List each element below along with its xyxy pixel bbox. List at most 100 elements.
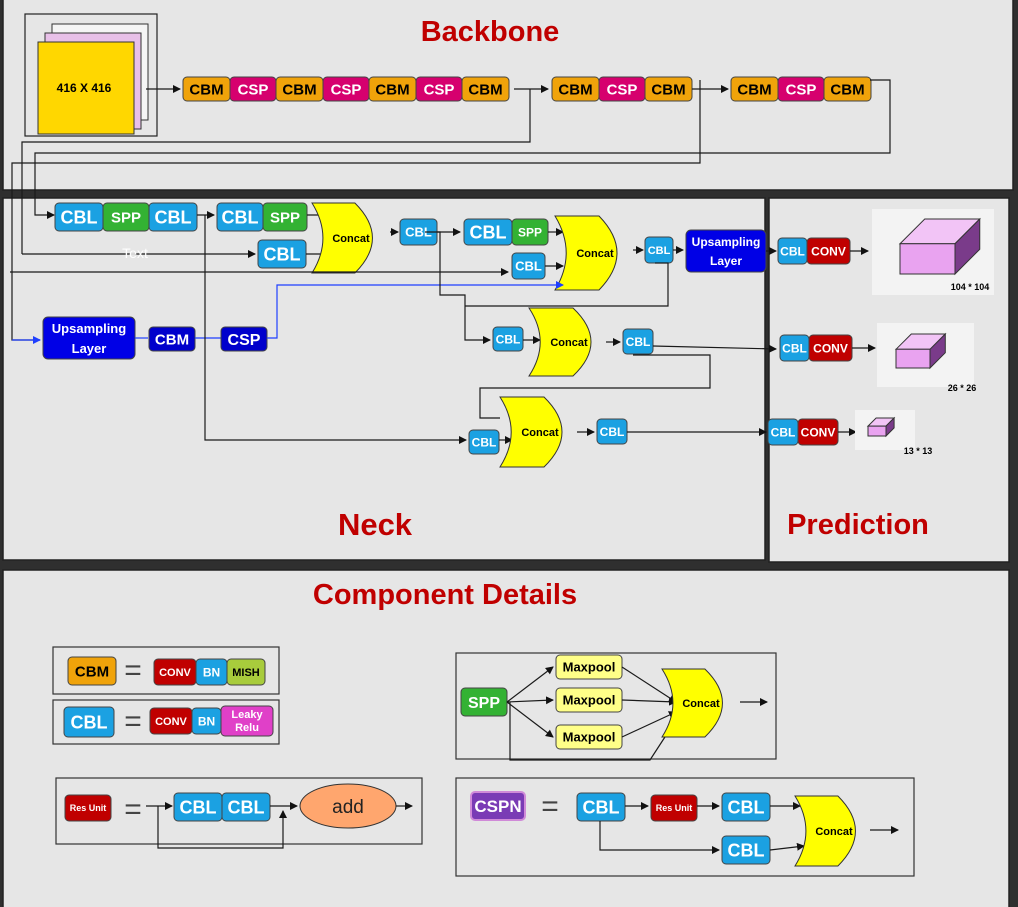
detail-add: add	[299, 783, 397, 829]
neck-cbl-4a-label: CBL	[470, 222, 507, 242]
pred-size-1: 104 * 104	[951, 282, 990, 292]
backbone-cbm-6-label: CBM	[468, 81, 502, 98]
connector	[509, 702, 677, 761]
backbone-csp-8-label: CSP	[607, 81, 638, 98]
detail-cspn-cbl-1: CBL	[576, 792, 626, 822]
neck-concat-4-label: Concat	[521, 427, 559, 439]
neck-upsampling-2-label-1: Upsampling	[52, 321, 126, 336]
neck-cbl-8-shape	[468, 429, 500, 455]
detail-spp-concat-shape	[661, 668, 723, 738]
detail-cbl-leaky-label-1: Leaky	[231, 709, 263, 721]
pred-cube-26-front	[895, 348, 931, 369]
detail-cspn-resunit-label: Res Unit	[656, 803, 693, 813]
detail-spp-concat: Concat	[661, 668, 723, 738]
detail-resunit-cbl-1: CBL	[173, 792, 223, 822]
connector	[506, 666, 554, 703]
detail-cspn-label: CSPN	[474, 797, 521, 816]
connector	[621, 711, 677, 738]
detail-cbl-equals: =	[124, 705, 142, 738]
cspn-detail-frame	[455, 777, 915, 877]
detail-cspn-cbl-2: CBL	[721, 792, 771, 822]
backbone-cbm-7-label: CBM	[558, 81, 592, 98]
neck-cbl-2a: CBL	[216, 202, 264, 232]
connector	[621, 666, 677, 703]
neck-cbl-1b-label: CBL	[155, 207, 192, 227]
connector	[204, 215, 467, 444]
neck-cbl-6-shape	[492, 326, 524, 352]
neck-spp-3-label: SPP	[518, 225, 542, 239]
detail-cspn-cbl-1-shape	[576, 792, 626, 822]
pred-cube-104	[898, 217, 981, 276]
neck-concat-2-label: Concat	[576, 248, 614, 260]
backbone-cbm-12-shape	[823, 76, 872, 102]
backbone-cbm-4: CBM	[368, 76, 417, 102]
pred-cbl-2: CBL	[779, 334, 810, 362]
neck-cbl-1b-shape	[148, 202, 198, 232]
neck-concat-2-shape	[554, 215, 618, 291]
detail-cbl-conv-label: CONV	[155, 716, 187, 728]
pred-conv-1: CONV	[806, 237, 851, 265]
pred-cbl-2-label: CBL	[782, 341, 807, 355]
detail-resunit-shape	[64, 794, 112, 822]
neck-spp-1-label: SPP	[111, 209, 141, 226]
backbone-cbm-2-label: CBM	[282, 81, 316, 98]
neck-cbl-9-label: CBL	[600, 425, 625, 439]
neck-cbl-8: CBL	[468, 429, 500, 455]
pred-cube-13-side	[885, 416, 895, 438]
detail-cbm-conv: CONV	[153, 658, 197, 686]
pred-cube-26-side	[929, 332, 946, 370]
neck-cbl-9: CBL	[596, 418, 628, 445]
backbone-csp-1: CSP	[229, 76, 277, 102]
neck-concat-1: Concat	[311, 202, 373, 274]
neck-cbl-7-shape	[622, 328, 654, 355]
neck-concat-3-label: Concat	[550, 337, 588, 349]
backbone-cbm-10-label: CBM	[737, 81, 771, 98]
neck-spp-1: SPP	[102, 202, 150, 232]
backbone-cbm-12: CBM	[823, 76, 872, 102]
detail-spp: SPP	[460, 687, 508, 717]
backbone-csp-11-label: CSP	[786, 81, 817, 98]
pred-conv-2: CONV	[808, 334, 853, 362]
input-image	[37, 41, 135, 135]
backbone-cbm-7: CBM	[551, 76, 600, 102]
detail-cbm-shape	[67, 656, 117, 686]
neck-upsampling-1-label-1: Upsampling	[692, 235, 761, 249]
spp-detail-frame	[455, 652, 777, 760]
neck-title: Neck	[338, 507, 413, 542]
detail-resunit-label: Res Unit	[70, 803, 107, 813]
neck-cbl-7-label: CBL	[626, 335, 651, 349]
backbone-cbm-9-label: CBM	[651, 81, 685, 98]
pred-cbl-1: CBL	[777, 237, 808, 265]
neck-concat-1-label: Concat	[332, 233, 370, 245]
backbone-csp-8: CSP	[598, 76, 646, 102]
detail-cspn-concat-shape	[794, 795, 856, 867]
detail-cspn: CSPN	[470, 791, 526, 821]
detail-cbm-bn-label: BN	[203, 665, 220, 679]
detail-cbm-conv-label: CONV	[159, 667, 191, 679]
neck-cbl-1a: CBL	[54, 202, 104, 232]
backbone-cbm-9: CBM	[644, 76, 693, 102]
neck-concat-3-shape	[528, 307, 592, 377]
detail-cbm-bn: BN	[195, 658, 228, 686]
neck-cbl-6: CBL	[492, 326, 524, 352]
input-frame	[24, 13, 158, 137]
pred-conv-3: CONV	[797, 418, 839, 446]
detail-cbl-conv: CONV	[149, 707, 193, 735]
backbone-cbm-2: CBM	[275, 76, 324, 102]
detail-maxpool-2-label: Maxpool	[563, 693, 616, 708]
detail-cbl-label: CBL	[71, 712, 108, 732]
backbone-csp-3: CSP	[322, 76, 370, 102]
backbone-csp-11: CSP	[777, 76, 825, 102]
detail-maxpool-3-label: Maxpool	[563, 730, 616, 745]
backbone-csp-3-label: CSP	[331, 81, 362, 98]
detail-cspn-cbl-2-shape	[721, 792, 771, 822]
pred-cube-26	[894, 332, 947, 370]
neck-cbm-shape	[148, 326, 196, 352]
detail-spp-label: SPP	[468, 695, 500, 712]
component-details-section	[2, 569, 1010, 907]
